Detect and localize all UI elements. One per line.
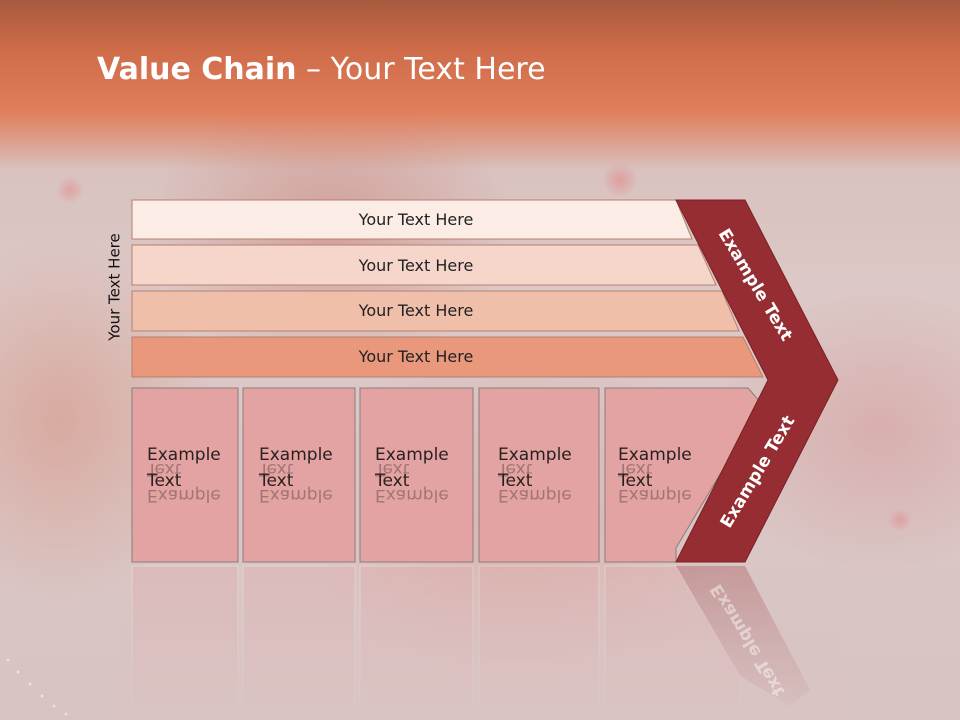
cell-4-reflection: Example Text [484, 422, 599, 562]
cell-2-line2: Text [259, 471, 294, 491]
cell-4-line2: Text [498, 471, 533, 491]
row-shape-4 [131, 336, 764, 378]
slide-title-separator: – [296, 52, 331, 87]
slide-title-rest: Your Text Here [330, 52, 546, 87]
row-label-2: Your Text Here [358, 255, 474, 275]
cell-1-reflection: Example Text [133, 422, 238, 562]
cell-3-reflection: Example Text [361, 422, 473, 562]
decorative-sparkles [0, 650, 90, 720]
cell-5-reflection: Example Text [604, 422, 704, 562]
cell-3: Example Text [361, 388, 473, 562]
cell-shape-4 [478, 387, 600, 563]
header-band [0, 0, 960, 170]
cell-3-reflection-line2: Text [375, 459, 410, 479]
cell-5-line2: Text [618, 471, 653, 491]
cell-1-reflection-line1: Example [147, 485, 221, 505]
cell-1-reflection-line2: Text [147, 459, 182, 479]
cell-1-line2: Text [147, 471, 182, 491]
cell-1-line1: Example [147, 445, 221, 465]
row-shape-3 [131, 290, 740, 332]
cell-1: Example Text [133, 388, 238, 562]
cell-5-reflection-line2: Text [618, 459, 653, 479]
cell-2-reflection-line1: Example [259, 485, 333, 505]
cell-3-line2: Text [375, 471, 410, 491]
row-shape-1 [131, 199, 693, 240]
cell-shape-2 [242, 387, 356, 563]
row-shape-2 [131, 244, 717, 286]
cell-2: Example Text [245, 388, 355, 562]
chevron-arrow [675, 199, 839, 563]
cell-3-reflection-line1: Example [375, 485, 449, 505]
cell-4-reflection-line1: Example [498, 485, 572, 505]
row-label-3: Your Text Here [358, 300, 474, 320]
cell-5-line1: Example [618, 445, 692, 465]
cell-2-reflection: Example Text [245, 422, 355, 562]
cell-4: Example Text [484, 388, 599, 562]
slide-title: Value Chain – Your Text Here [97, 52, 546, 87]
cell-shape-1 [131, 387, 239, 563]
slide-title-bold: Value Chain [97, 52, 297, 87]
row-label-1: Your Text Here [358, 209, 474, 229]
cell-2-line1: Example [259, 445, 333, 465]
cell-5-reflection-line1: Example [618, 485, 692, 505]
cell-2-reflection-line2: Text [259, 459, 294, 479]
row-label-4: Your Text Here [358, 346, 474, 366]
cell-3-line1: Example [375, 445, 449, 465]
cell-shape-5 [604, 387, 763, 563]
cell-4-line1: Example [498, 445, 572, 465]
cell-shape-3 [359, 387, 474, 563]
cell-4-reflection-line2: Text [498, 459, 533, 479]
cell-5: Example Text [604, 388, 704, 562]
reflection-fade [120, 565, 840, 720]
